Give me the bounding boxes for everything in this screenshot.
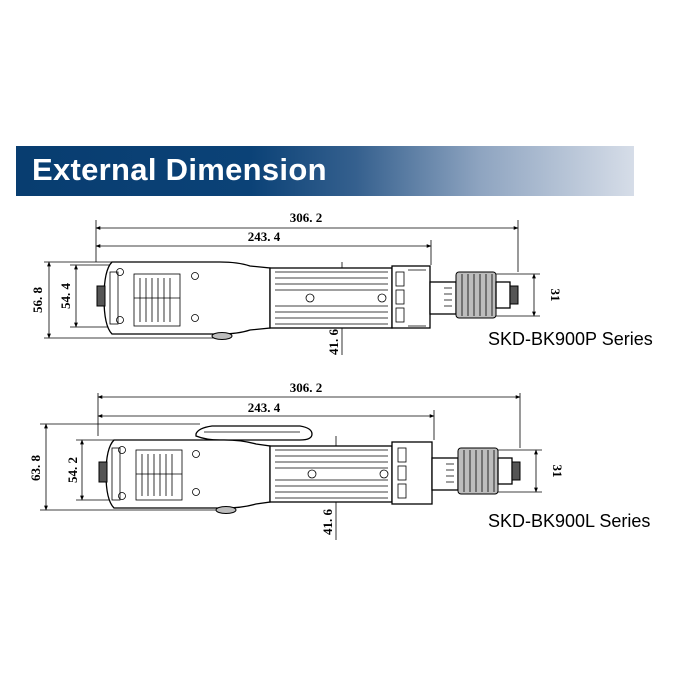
dim-body-height-p: 54. 4: [58, 264, 112, 328]
dim-label: 31: [548, 289, 563, 302]
tool-body-l: [98, 425, 521, 514]
model-p-drawing: 306. 2 243. 4 56. 8 54. 4 31: [30, 210, 563, 355]
dim-body-length-l: 243. 4: [97, 400, 435, 440]
dim-connector-l: 31: [498, 449, 565, 493]
dim-label: 31: [550, 465, 565, 478]
dim-height-p: 56. 8: [30, 261, 222, 339]
model-l-drawing: 306. 2 243. 4 63. 8 54. 2 31 41. 6: [28, 380, 565, 540]
dim-label: 54. 2: [65, 457, 80, 483]
dim-label: 63. 8: [28, 455, 43, 482]
series-label-p: SKD-BK900P Series: [488, 329, 653, 349]
dim-body-length-p: 243. 4: [95, 229, 432, 265]
dim-label: 56. 8: [30, 287, 45, 314]
dim-label: 243. 4: [248, 400, 281, 415]
dim-overall-length-l: 306. 2: [97, 380, 521, 448]
dim-body-height-l: 54. 2: [65, 439, 114, 501]
dim-label: 54. 4: [58, 283, 73, 310]
dim-label: 41. 6: [320, 509, 335, 536]
dim-label: 41. 6: [326, 329, 341, 356]
dim-overall-length-p: 306. 2: [95, 210, 519, 272]
page-title: External Dimension: [32, 152, 327, 187]
dim-label: 306. 2: [290, 210, 323, 225]
tool-body-p: [96, 261, 519, 340]
dim-label: 306. 2: [290, 380, 323, 395]
dim-height-l: 63. 8: [28, 423, 232, 511]
dim-connector-p: 31: [496, 273, 563, 317]
series-label-l: SKD-BK900L Series: [488, 511, 650, 531]
dim-label: 243. 4: [248, 229, 281, 244]
title-banner: [16, 146, 634, 196]
